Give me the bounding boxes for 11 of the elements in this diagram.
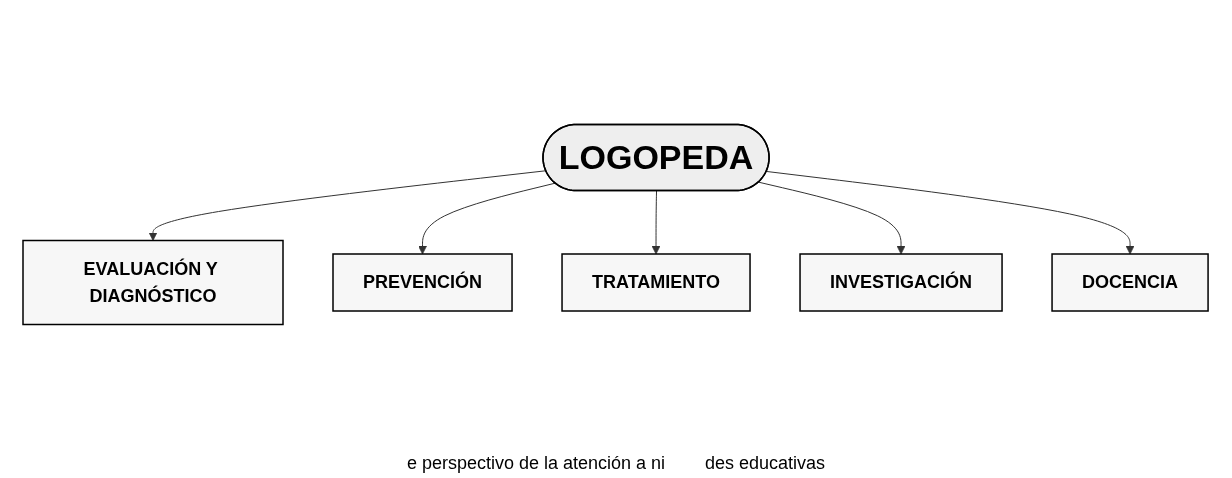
node-box: INVESTIGACIÓN xyxy=(799,253,1004,312)
node-box: DOCENCIA xyxy=(1051,253,1210,312)
arrow xyxy=(758,181,906,255)
node-box: TRATAMIENTO xyxy=(561,253,752,312)
arrow xyxy=(418,182,557,255)
note-text: des educativas xyxy=(705,453,826,474)
node-box: EVALUACIÓN Y DIAGNÓSTICO xyxy=(22,239,285,326)
node-box: PREVENCIÓN xyxy=(332,253,514,312)
arrow xyxy=(766,171,1135,255)
arrow xyxy=(652,190,661,255)
note-text: e perspectivo de la atención a ni xyxy=(406,453,666,474)
